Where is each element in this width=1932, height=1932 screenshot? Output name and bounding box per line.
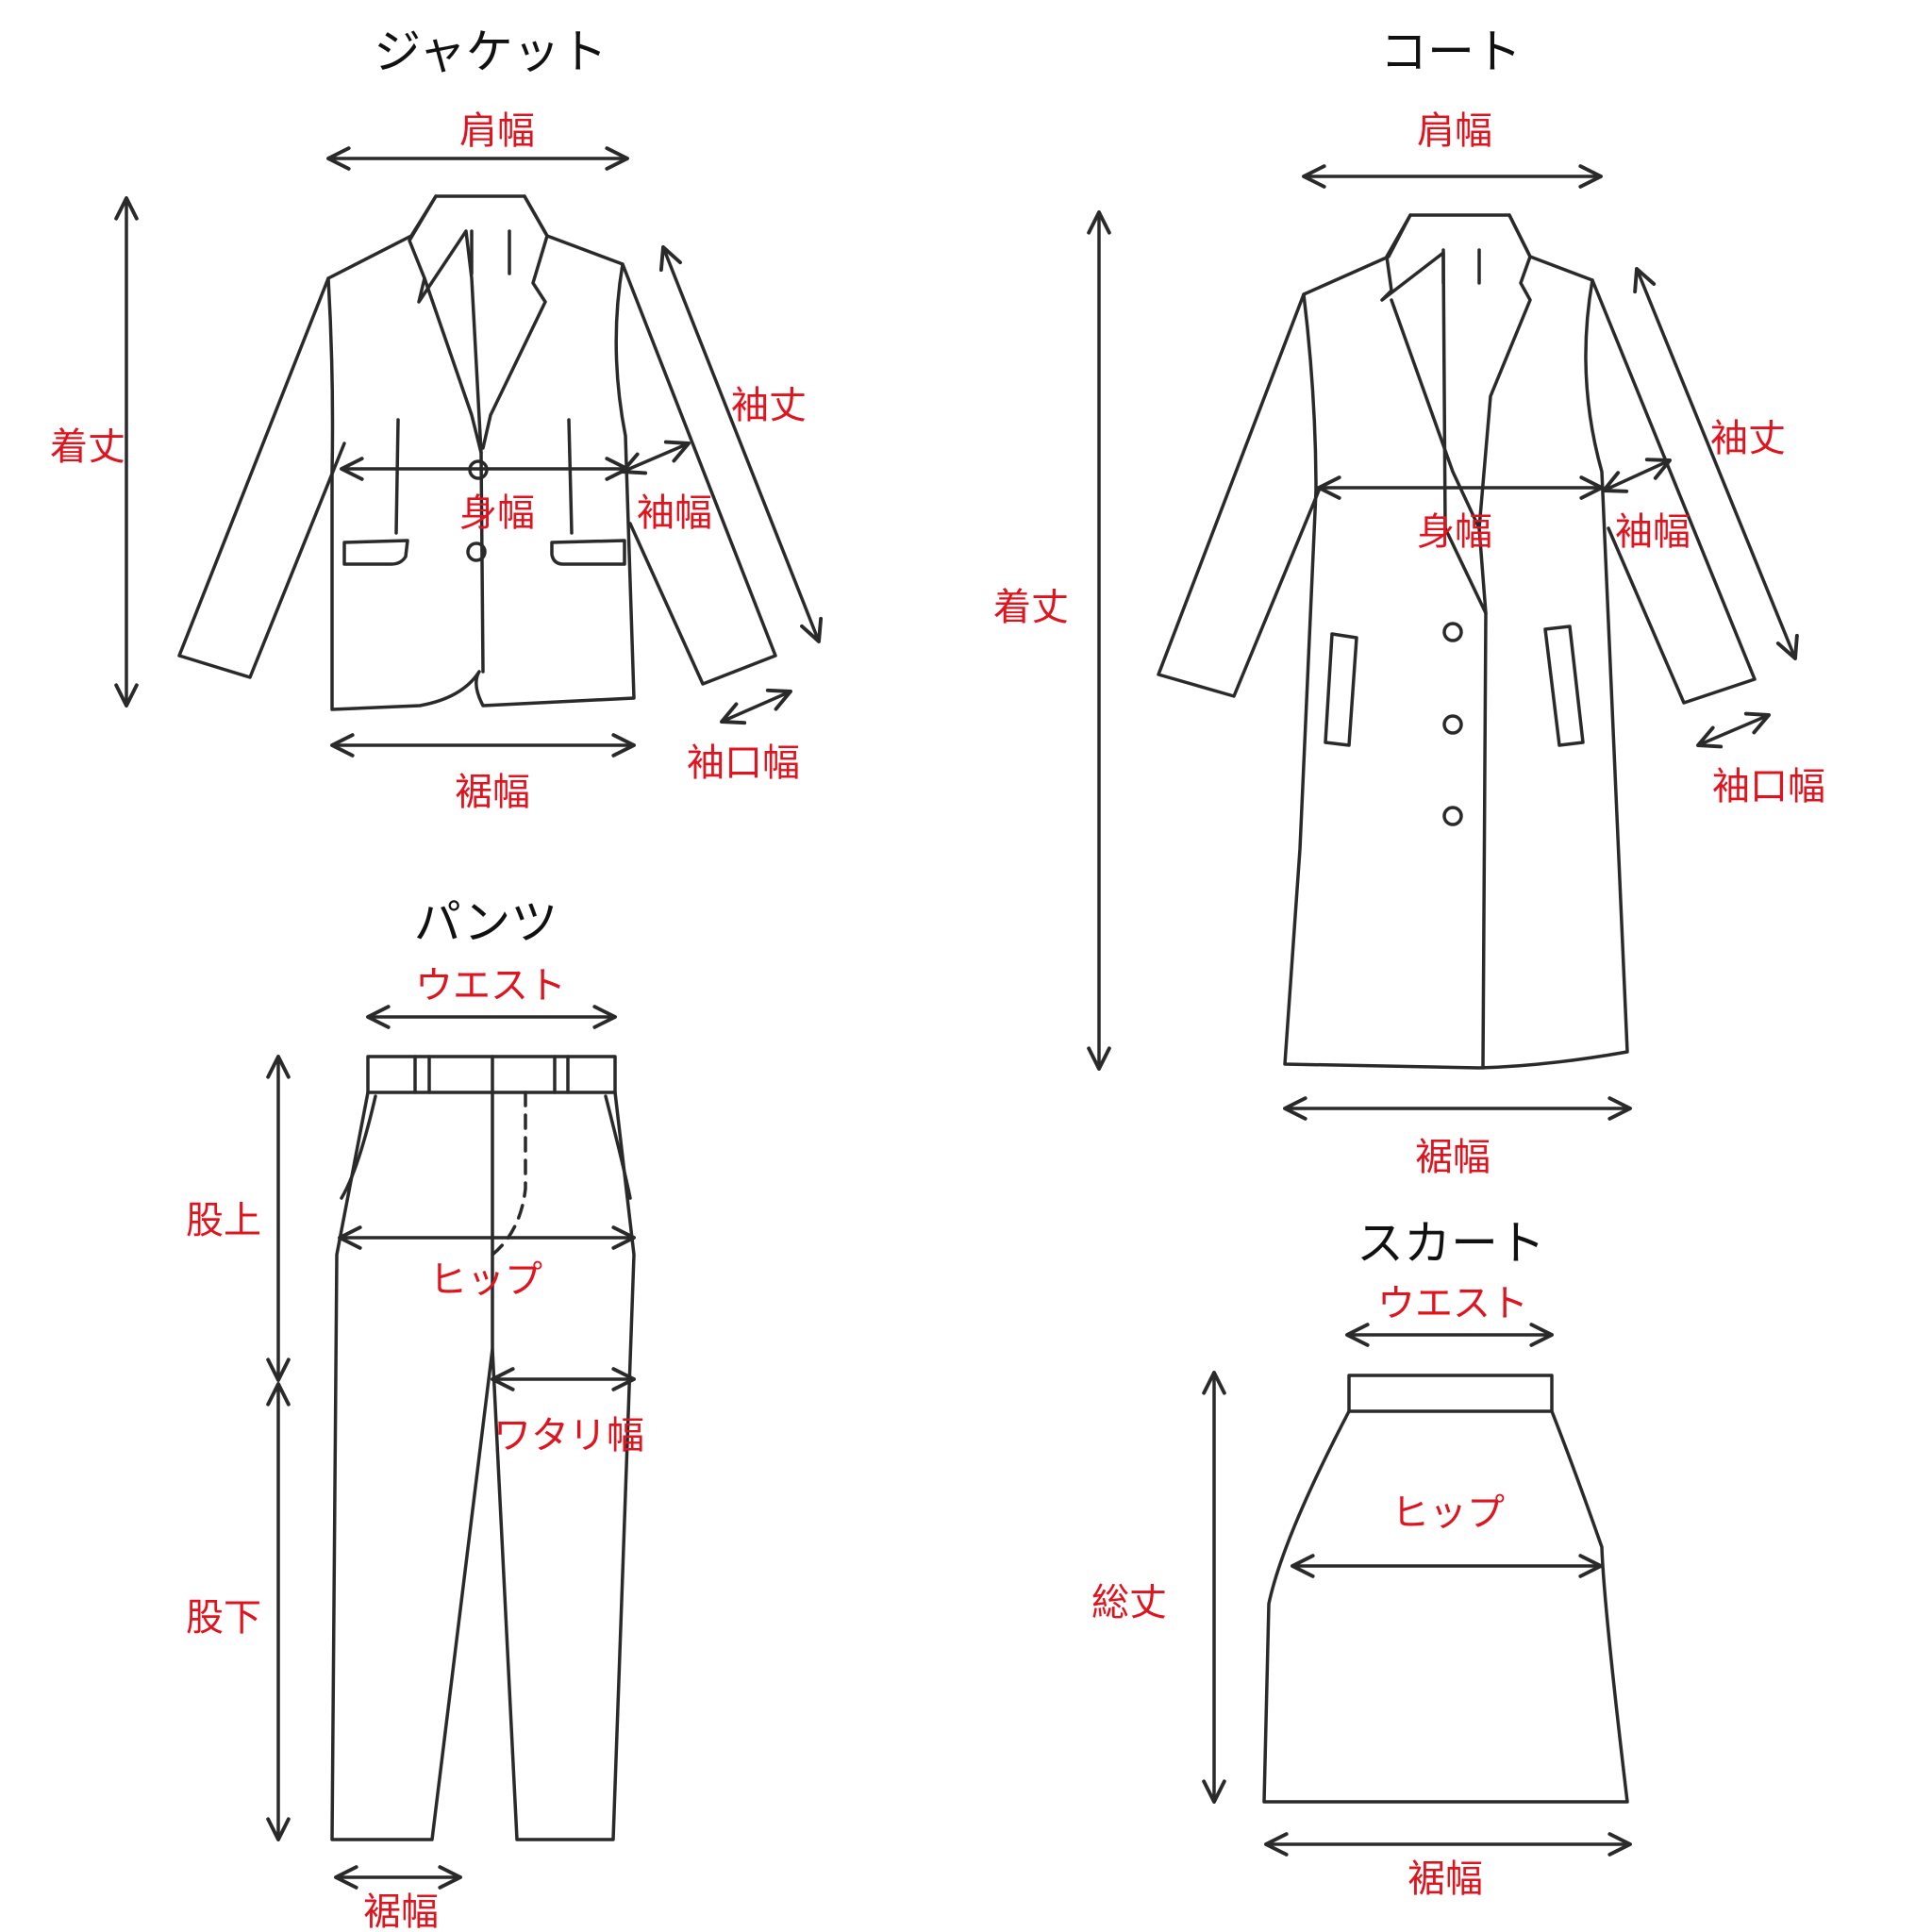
jacket-left-sleeve bbox=[177, 276, 346, 679]
coat-title: コート bbox=[1380, 25, 1522, 79]
coat-labels: 肩幅 着丈 袖丈 身幅 袖幅 裾幅 袖口幅 bbox=[993, 109, 1825, 1179]
jacket-title: ジャケット bbox=[374, 25, 608, 79]
coat-sleeve-arrow bbox=[1633, 267, 1799, 660]
pants-section: パンツ ウエスト 股上 ヒップ ワタリ幅 股下 裾幅 bbox=[186, 895, 644, 1932]
jacket-drawing bbox=[177, 194, 777, 711]
coat-right-sleeve bbox=[1591, 278, 1757, 705]
pants-rise-label: 股上 bbox=[186, 1199, 261, 1242]
pants-pocket-right bbox=[604, 1094, 632, 1200]
jacket-dart-left bbox=[394, 418, 400, 535]
coat-button-2 bbox=[1442, 714, 1463, 735]
jacket-pocket-right bbox=[550, 539, 626, 566]
jacket-arrows bbox=[114, 146, 824, 758]
coat-pocket-left bbox=[1324, 632, 1358, 747]
skirt-arrows bbox=[1202, 1323, 1632, 1857]
coat-section: コート 肩幅 着丈 袖丈 身幅 bbox=[993, 25, 1825, 1179]
coat-body-outline bbox=[1283, 213, 1629, 1070]
coat-pocket-right bbox=[1543, 625, 1585, 747]
jacket-cuff-arrow bbox=[720, 688, 792, 725]
coat-button-1 bbox=[1442, 622, 1463, 642]
skirt-title: スカート bbox=[1357, 1216, 1545, 1271]
pants-hem-label: 裾幅 bbox=[363, 1890, 439, 1932]
pants-title: パンツ bbox=[414, 895, 558, 950]
jacket-lapel-left bbox=[423, 276, 483, 455]
skirt-hip-label: ヒップ bbox=[1391, 1491, 1505, 1535]
jacket-body-outline bbox=[326, 194, 636, 711]
pants-arrows bbox=[266, 1005, 636, 1890]
coat-arrows bbox=[1087, 164, 1799, 1121]
coat-sleeve-label: 袖丈 bbox=[1710, 417, 1786, 460]
jacket-dart-right bbox=[567, 418, 574, 535]
coat-sleeve-width-arrow bbox=[1602, 458, 1672, 493]
coat-cuff-arrow bbox=[1696, 711, 1771, 749]
coat-hem-label: 裾幅 bbox=[1415, 1136, 1491, 1179]
coat-lapel-left bbox=[1390, 298, 1481, 530]
pants-belt-loops bbox=[413, 1055, 570, 1094]
coat-left-sleeve bbox=[1157, 292, 1321, 698]
skirt-length-label: 総丈 bbox=[1091, 1581, 1167, 1624]
skirt-drawing bbox=[1262, 1374, 1629, 1804]
pants-waist-label: ウエスト bbox=[415, 964, 566, 1008]
pants-labels: ウエスト 股上 ヒップ ワタリ幅 股下 裾幅 bbox=[186, 964, 644, 1932]
pants-fly bbox=[491, 1091, 527, 1257]
jacket-collar-stand bbox=[470, 229, 511, 275]
skirt-waistband bbox=[1347, 1374, 1554, 1413]
jacket-section: ジャケット 肩幅 着丈 袖丈 bbox=[50, 25, 824, 814]
pants-thigh-label: ワタリ幅 bbox=[493, 1414, 644, 1457]
skirt-waist-label: ウエスト bbox=[1377, 1282, 1528, 1325]
jacket-length-label: 着丈 bbox=[50, 425, 125, 469]
skirt-section: スカート ウエスト ヒップ 総丈 裾幅 bbox=[1091, 1216, 1632, 1901]
pants-outline bbox=[330, 1091, 636, 1841]
jacket-body-label: 身幅 bbox=[459, 491, 535, 535]
jacket-sleeve-arrow bbox=[658, 245, 824, 643]
jacket-sleeve-width-label: 袖幅 bbox=[637, 491, 712, 535]
coat-length-label: 着丈 bbox=[993, 586, 1069, 629]
jacket-lapel-right bbox=[481, 194, 549, 450]
jacket-cuff-label: 袖口幅 bbox=[687, 741, 800, 785]
jacket-pocket-left bbox=[342, 539, 409, 566]
coat-shoulder-label: 肩幅 bbox=[1417, 109, 1492, 153]
coat-cuff-label: 袖口幅 bbox=[1712, 765, 1825, 808]
skirt-hem-label: 裾幅 bbox=[1407, 1857, 1483, 1901]
jacket-shoulder-label: 肩幅 bbox=[459, 109, 535, 153]
skirt-outline bbox=[1262, 1409, 1629, 1804]
jacket-collar bbox=[408, 194, 485, 674]
skirt-labels: ウエスト ヒップ 総丈 裾幅 bbox=[1091, 1282, 1528, 1901]
coat-button-3 bbox=[1442, 806, 1463, 826]
coat-body-label: 身幅 bbox=[1417, 510, 1492, 554]
coat-sleeve-width-label: 袖幅 bbox=[1615, 510, 1690, 554]
pants-hip-label: ヒップ bbox=[429, 1258, 542, 1302]
jacket-sleeve-width-arrow bbox=[621, 440, 691, 475]
pants-pocket-left bbox=[340, 1094, 377, 1200]
coat-collar-stand bbox=[1441, 248, 1481, 285]
jacket-sleeve-label: 袖丈 bbox=[731, 384, 807, 427]
jacket-button-2 bbox=[466, 541, 487, 562]
coat-collar bbox=[1380, 213, 1488, 1070]
jacket-labels: 肩幅 着丈 袖丈 身幅 袖幅 裾幅 袖口幅 bbox=[50, 109, 807, 814]
pants-inseam-label: 股下 bbox=[186, 1596, 261, 1640]
jacket-hem-label: 裾幅 bbox=[455, 771, 530, 814]
